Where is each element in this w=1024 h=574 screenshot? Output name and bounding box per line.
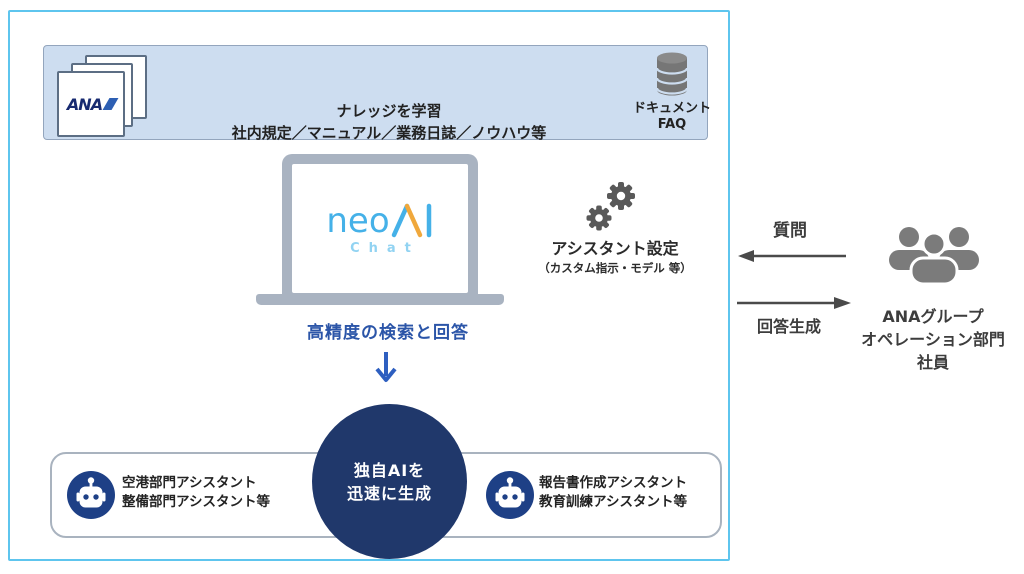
right-assistants-line1: 報告書作成アシスタント bbox=[539, 475, 687, 491]
database-caption-line1: ドキュメント bbox=[632, 101, 711, 116]
search-answer-label: 高精度の検索と回答 bbox=[307, 323, 469, 343]
users-caption-line3: 社員 bbox=[916, 353, 949, 372]
banner-subtitle: 社内規定／マニュアル／業務日誌／ノウハウ等 bbox=[231, 124, 547, 142]
right-arrow-icon bbox=[737, 297, 851, 309]
question-label: 質問 bbox=[773, 221, 807, 241]
robot-icon bbox=[67, 471, 115, 519]
neoai-logo-text: neo bbox=[326, 200, 390, 241]
left-assistants-text: 空港部門アシスタント 整備部門アシスタント等 bbox=[122, 474, 270, 512]
database-caption-line2: FAQ bbox=[657, 117, 687, 132]
document-page-front: ANA bbox=[57, 71, 125, 137]
assistant-settings-title: アシスタント設定 bbox=[551, 239, 679, 258]
database-icon bbox=[655, 52, 689, 96]
document-faq-group: ドキュメント FAQ bbox=[624, 51, 720, 133]
assistant-settings-text: アシスタント設定 （カスタム指示・モデル 等） bbox=[523, 238, 707, 276]
right-assistants-text: 報告書作成アシスタント 教育訓練アシスタント等 bbox=[539, 474, 687, 512]
left-arrow-icon bbox=[738, 250, 846, 262]
right-assistants-line2: 教育訓練アシスタント等 bbox=[539, 494, 687, 510]
generate-ai-line2: 迅速に生成 bbox=[346, 483, 432, 503]
gears-icon bbox=[586, 182, 635, 231]
users-caption: ANAグループ オペレーション部門 社員 bbox=[836, 305, 1024, 374]
left-assistants-line1: 空港部門アシスタント bbox=[122, 475, 257, 491]
users-group-icon bbox=[889, 227, 979, 286]
knowledge-banner: ANA ナレッジを学習 社内規定／マニュアル／業務日誌／ノウハウ等 ドキュメント… bbox=[43, 45, 711, 143]
banner-title: ナレッジを学習 bbox=[336, 102, 442, 120]
laptop-icon: neo Chat bbox=[282, 154, 478, 295]
left-assistants-line2: 整備部門アシスタント等 bbox=[122, 494, 270, 510]
users-caption-line2: オペレーション部門 bbox=[861, 330, 1005, 349]
generate-ai-line1: 独自AIを bbox=[353, 460, 426, 480]
ana-documents-icon: ANA bbox=[57, 55, 153, 139]
neoai-logo: neo bbox=[326, 202, 433, 238]
down-arrow-icon bbox=[375, 352, 397, 382]
generate-ai-circle: 独自AIを 迅速に生成 bbox=[312, 404, 467, 559]
ana-slash-mark bbox=[102, 97, 119, 110]
users-caption-line1: ANAグループ bbox=[882, 307, 984, 326]
ana-logo-text: ANA bbox=[66, 94, 103, 114]
neoai-system-box: ANA ナレッジを学習 社内規定／マニュアル／業務日誌／ノウハウ等 ドキュメント… bbox=[8, 10, 730, 561]
neoai-logo-ai-mark bbox=[391, 203, 431, 237]
laptop-base bbox=[256, 294, 504, 305]
robot-icon bbox=[486, 471, 534, 519]
laptop-screen-content: neo Chat bbox=[292, 164, 468, 293]
assistant-settings-subtitle: （カスタム指示・モデル 等） bbox=[538, 261, 692, 275]
neoai-chat-label: Chat bbox=[350, 240, 420, 256]
answer-generation-label: 回答生成 bbox=[756, 317, 821, 336]
knowledge-banner-text: ナレッジを学習 社内規定／マニュアル／業務日誌／ノウハウ等 bbox=[164, 101, 614, 143]
